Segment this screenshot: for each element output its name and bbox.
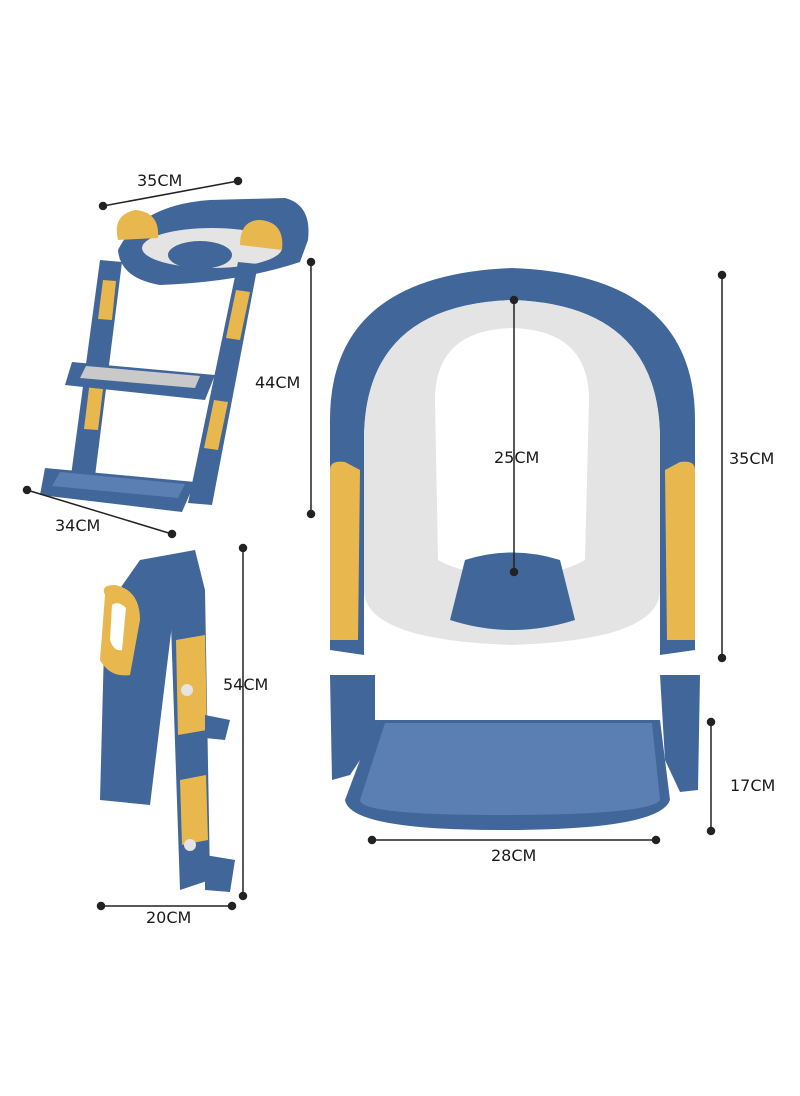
label-ladder-height: 44CM xyxy=(255,373,301,392)
ladder-potty-perspective xyxy=(40,198,309,512)
label-seat-height: 35CM xyxy=(729,449,775,468)
ladder-potty-side-view xyxy=(100,550,235,892)
label-seat-opening: 25CM xyxy=(494,448,540,467)
label-ladder-top-width: 35CM xyxy=(137,171,183,190)
dimension-lines xyxy=(22,176,727,911)
label-side-depth: 20CM xyxy=(146,908,192,927)
seat-front-view xyxy=(330,268,695,655)
label-step-height: 17CM xyxy=(730,776,776,795)
label-side-height: 54CM xyxy=(223,675,269,694)
label-step-width: 28CM xyxy=(491,846,537,865)
label-ladder-base-width: 34CM xyxy=(55,516,101,535)
step-view xyxy=(330,675,700,830)
